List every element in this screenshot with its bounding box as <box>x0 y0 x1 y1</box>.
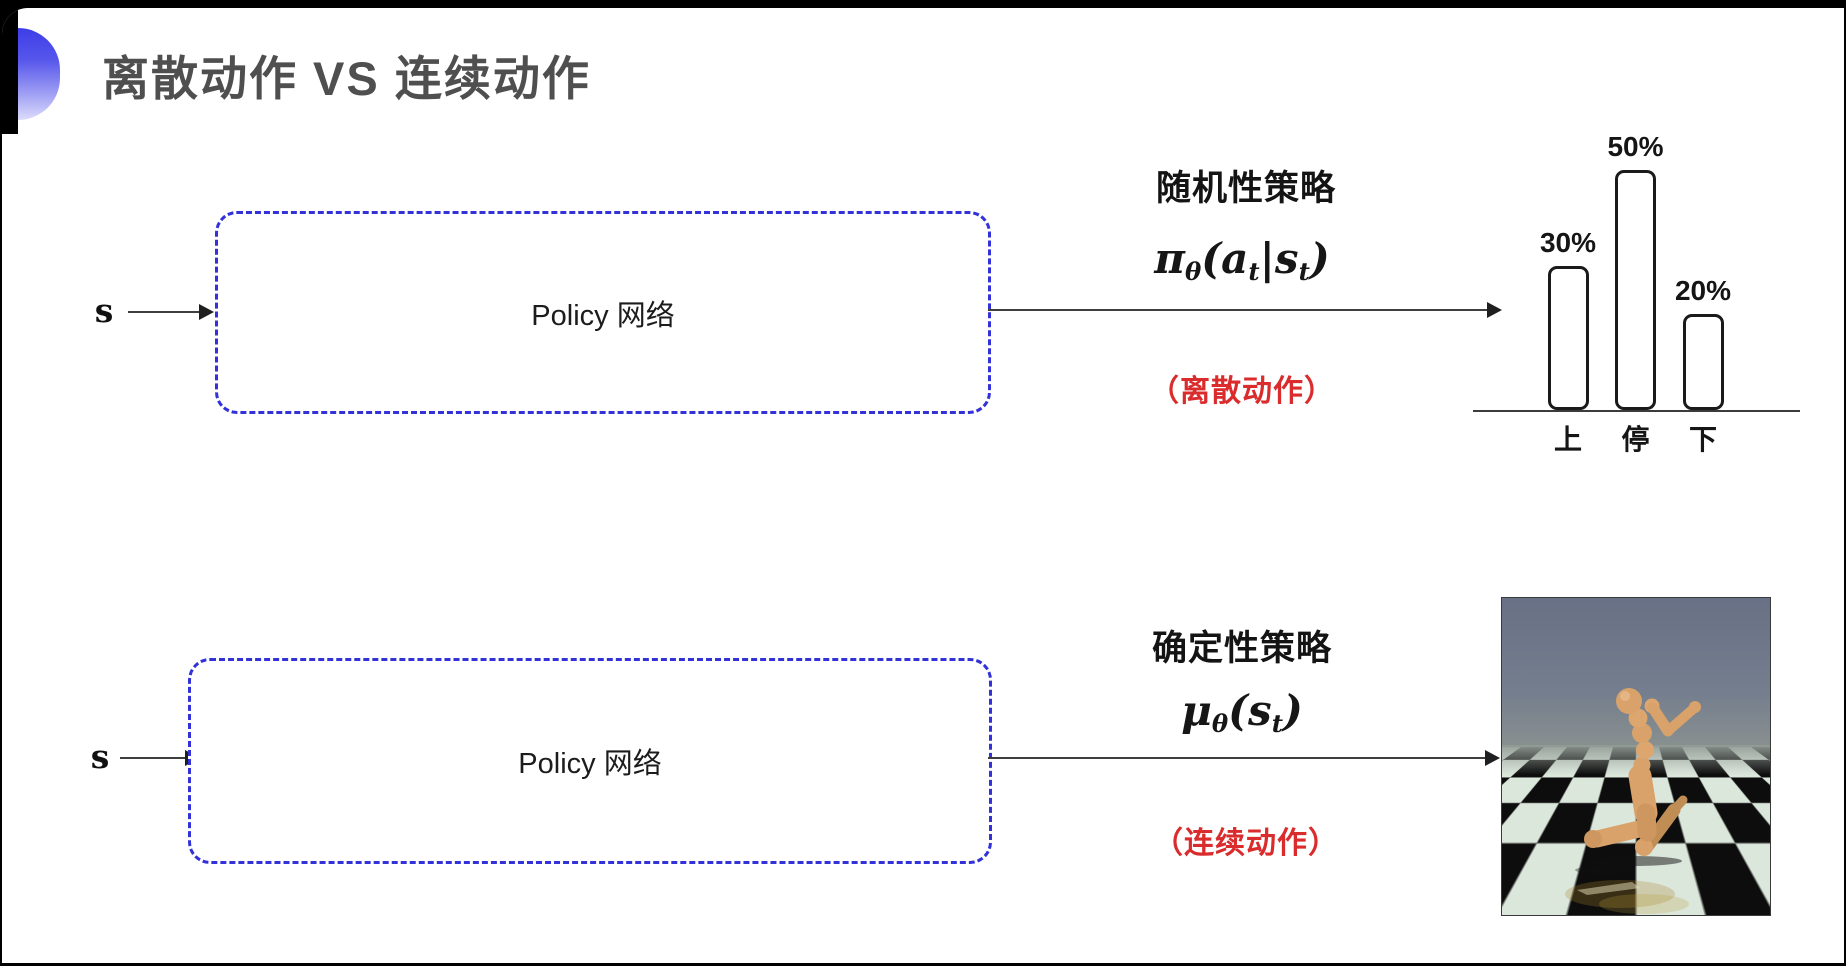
arrowhead-box-to-output-bottom <box>1485 750 1500 766</box>
policy-network-label-bottom: Policy 网络 <box>518 748 662 780</box>
arrowhead-box-to-output-top <box>1487 302 1502 318</box>
humanoid-simulation-image <box>1501 597 1771 916</box>
chart-baseline-axis <box>1473 410 1800 412</box>
policy-network-box-top: Policy 网络 <box>215 211 991 414</box>
policy-network-label-top: Policy 网络 <box>531 299 675 332</box>
slide-stage: 离散动作 VS 连续动作 s Policy 网络 随机性策略 πθ(at|st)… <box>2 8 1844 963</box>
slide: 离散动作 VS 连续动作 s Policy 网络 随机性策略 πθ(at|st)… <box>2 8 1844 963</box>
chart-value-label: 50% <box>1607 131 1664 162</box>
arrow-state-to-box-bottom <box>120 757 186 759</box>
arrow-box-to-output-top <box>988 309 1488 311</box>
arrow-state-to-box-top <box>128 311 200 313</box>
policy-network-box-bottom: Policy 网络 <box>188 658 992 864</box>
formula-stochastic-policy: πθ(at|st) <box>1154 234 1330 286</box>
state-label-bottom: s <box>90 737 110 776</box>
policy-name-stochastic: 随机性策略 <box>1155 169 1336 208</box>
arrowhead-state-to-box-top <box>199 304 214 320</box>
arrow-box-to-output-bottom <box>988 757 1486 759</box>
chart-value-label: 30% <box>1539 227 1597 258</box>
chart-bar-下 <box>1682 314 1724 410</box>
action-note-discrete: （离散动作） <box>1149 375 1335 408</box>
policy-name-deterministic: 确定性策略 <box>1151 629 1332 668</box>
state-label-top: s <box>94 291 114 330</box>
chart-value-label: 20% <box>1674 275 1732 306</box>
chart-bar-停 <box>1615 170 1656 410</box>
page-title: 离散动作 VS 连续动作 <box>102 52 591 105</box>
formula-deterministic-policy: μθ(st) <box>1181 686 1303 738</box>
chart-category-label: 下 <box>1688 424 1717 455</box>
action-bar-chart: 30% 上 50% 停 20% 下 <box>1460 96 1810 460</box>
humanoid-figure <box>1565 688 1701 914</box>
chart-bar-上 <box>1547 266 1589 410</box>
top-left-corner-block <box>2 8 18 134</box>
chart-category-label: 停 <box>1621 424 1650 455</box>
title-bullet-icon <box>18 28 60 120</box>
action-note-continuous: （连续动作） <box>1153 827 1339 860</box>
chart-category-label: 上 <box>1553 424 1582 455</box>
